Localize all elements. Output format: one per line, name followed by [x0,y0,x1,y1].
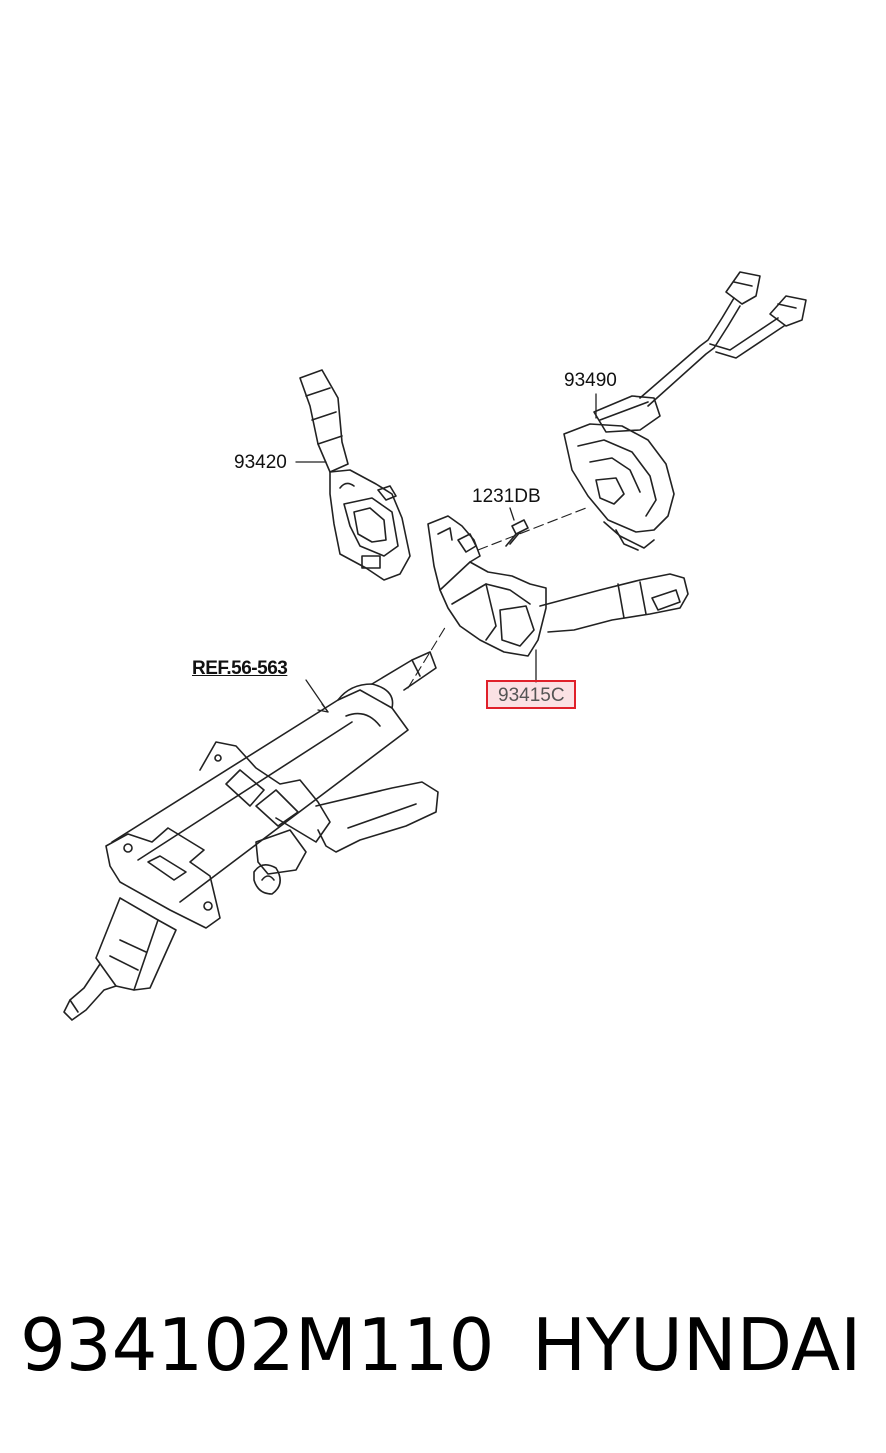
callout-93415c-highlighted: 93415C [486,680,576,709]
callout-93420: 93420 [234,452,287,473]
callout-93490: 93490 [564,370,617,391]
multifunction-switch-illustration [299,369,411,581]
part-caption: 934102M110 HYUNDAI [0,1295,886,1395]
lighting-switch-illustration [427,515,689,657]
leader-lines [295,393,597,713]
callout-1231db: 1231DB [472,486,541,507]
callout-ref-56-563: REF.56-563 [192,658,288,679]
assembly-axis-line [407,507,587,689]
steering-column-illustration [63,651,439,1021]
part-number: 934102M110 [20,1303,495,1387]
brand-name: HYUNDAI [532,1303,862,1387]
clock-spring-illustration [563,271,807,551]
